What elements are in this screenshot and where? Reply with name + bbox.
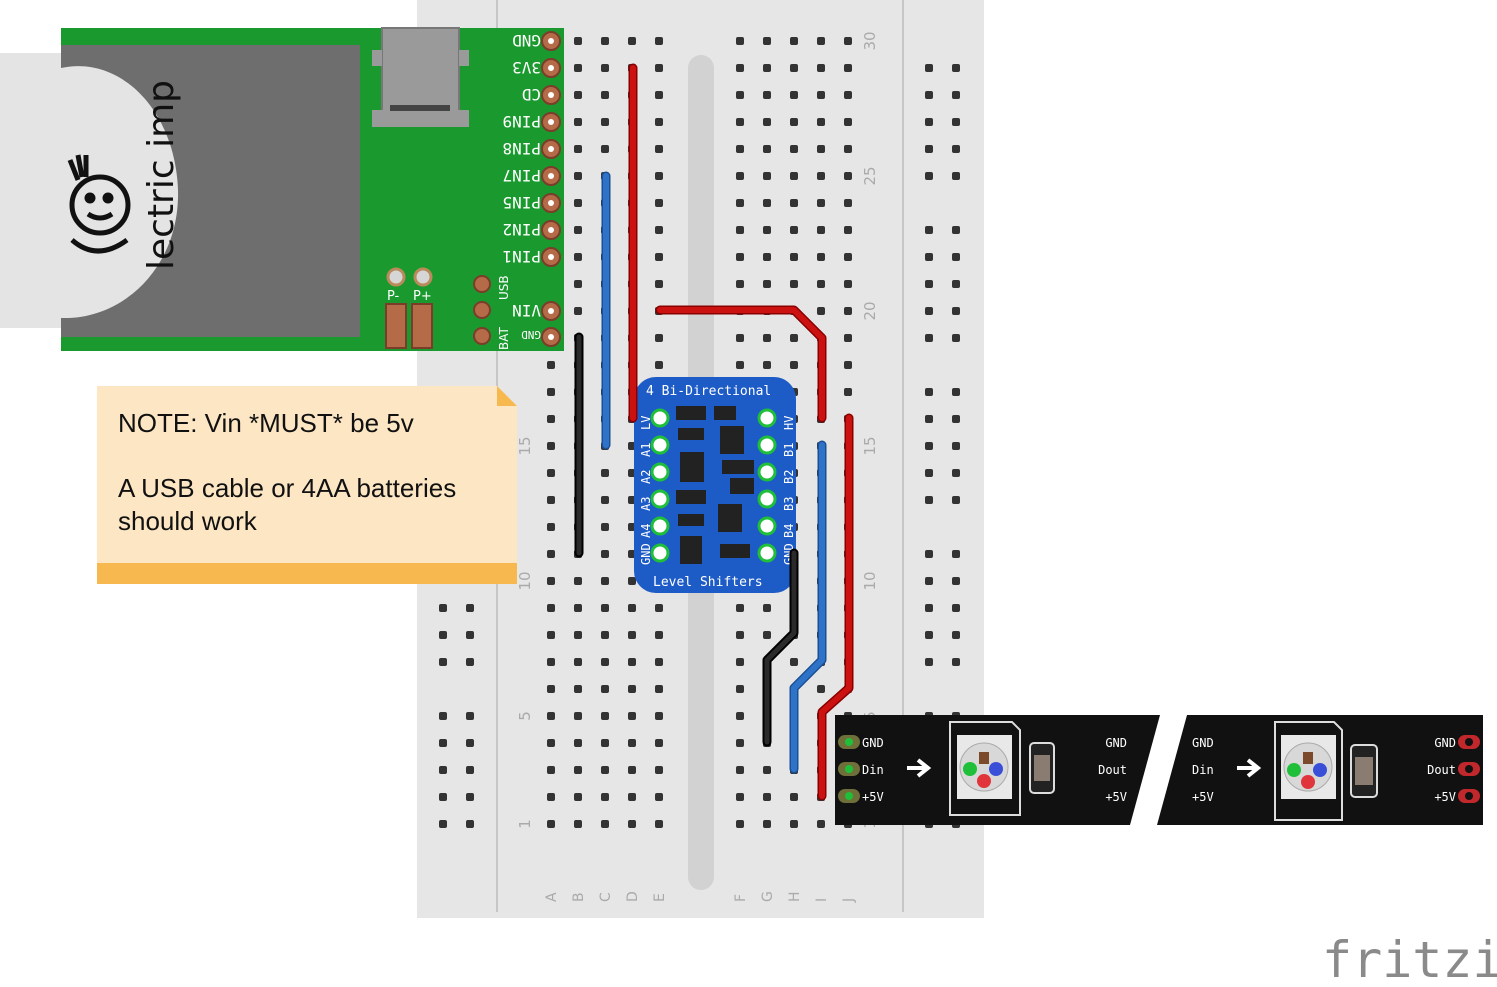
row-number-label: 30 xyxy=(861,31,879,50)
imp-logo-text: lectric imp xyxy=(141,80,182,270)
shifter-right-pin-label: B4 xyxy=(782,524,796,538)
shifter-title-bottom: Level Shifters xyxy=(653,575,763,590)
column-letter-label: I xyxy=(814,898,830,902)
led-strip: GND Din +5V GND Dout +5V GND Din +5V GND Dout +5V xyxy=(835,715,1483,825)
p-plus-pad xyxy=(413,267,433,287)
strip-right-label: GND xyxy=(1434,736,1456,750)
shifter-right-pin-label: B2 xyxy=(782,470,796,484)
strip-left-label: +5V xyxy=(1192,790,1214,804)
led-strip-labels: GND Din +5V GND Dout +5V GND Din +5V GND Dout +5V xyxy=(862,736,1456,804)
imp-pin-label: PIN7 xyxy=(502,166,541,185)
strip-left-label: Din xyxy=(862,763,884,777)
shifter-left-pin-label: A3 xyxy=(639,497,653,511)
shifter-pin-pad xyxy=(650,543,670,563)
p-plus-label: P+ xyxy=(413,289,432,304)
note-box: NOTE: Vin *MUST* be 5v A USB cable or 4A… xyxy=(97,386,517,584)
row-number-label: 5 xyxy=(516,711,534,721)
led-strip-pads xyxy=(838,735,1480,803)
imp-pin-label: PIN9 xyxy=(502,112,541,131)
strip-right-label: +5V xyxy=(1105,790,1127,804)
imp-pin-label: VIN xyxy=(512,301,541,320)
row-number-label: 15 xyxy=(516,436,534,455)
column-letter-label: G xyxy=(760,891,776,902)
shifter-components xyxy=(676,406,754,564)
shifter-pin-pad xyxy=(757,516,777,536)
note-line-1: NOTE: Vin *MUST* be 5v xyxy=(118,408,414,438)
shifter-left-pin-label: LV xyxy=(639,416,653,430)
shifter-pin-pad xyxy=(650,489,670,509)
shifter-left-pin-label: A4 xyxy=(639,524,653,538)
strip-right-label: Dout xyxy=(1098,763,1127,777)
shifter-pin-pad xyxy=(757,435,777,455)
bat-label: BAT xyxy=(497,326,511,350)
shifter-left-pin-label: A2 xyxy=(639,470,653,484)
row-number-label: 10 xyxy=(516,571,534,590)
p-minus-label: P- xyxy=(387,289,400,304)
column-letter-label: D xyxy=(625,891,641,902)
column-letter-label: J xyxy=(841,898,857,903)
data-arrow-icon xyxy=(1237,758,1262,778)
note-line-3: should work xyxy=(118,506,258,536)
row-number-label: 1 xyxy=(516,819,534,829)
shifter-left-pin-label: GND xyxy=(639,543,653,565)
led-pixel-2 xyxy=(1237,721,1378,821)
wires xyxy=(574,63,854,801)
strip-left-label: +5V xyxy=(862,790,884,804)
shifter-left-pin-label: A1 xyxy=(639,443,653,457)
column-letter-label: A xyxy=(544,892,560,902)
p-minus-pad xyxy=(386,267,406,287)
shifter-pin-pad xyxy=(757,489,777,509)
row-number-label: 10 xyxy=(861,571,879,590)
electric-imp-logo-icon xyxy=(67,154,131,254)
shifter-right-pin-label: HV xyxy=(782,416,796,430)
column-letter-label: F xyxy=(733,894,749,902)
shifter-pin-pad xyxy=(757,408,777,428)
strip-right-label: +5V xyxy=(1434,790,1456,804)
imp-pin-label: 3V3 xyxy=(512,58,541,77)
usb-label: USB xyxy=(497,275,511,300)
shifter-pin-pad xyxy=(757,462,777,482)
column-letter-label: H xyxy=(787,891,803,902)
row-number-label: 15 xyxy=(861,436,879,455)
imp-pin-label: PIN5 xyxy=(502,193,541,212)
imp-pin-label: GND xyxy=(521,328,541,341)
strip-left-label: GND xyxy=(862,736,884,750)
imp-pin-label: CD xyxy=(522,85,541,104)
imp-pin-label: PIN8 xyxy=(502,139,541,158)
shifter-pin-pad xyxy=(650,516,670,536)
strip-right-label: GND xyxy=(1105,736,1127,750)
led-pixel-1 xyxy=(907,721,1055,816)
shifter-pin-pad xyxy=(650,462,670,482)
shifter-pin-pad xyxy=(650,435,670,455)
imp-pin-label: PIN2 xyxy=(502,220,541,239)
level-shifter-board: 4 Bi-Directional Level Shifters LV HV A1 B1… xyxy=(634,377,796,593)
shifter-pin-pad xyxy=(757,543,777,563)
shifter-title-top: 4 Bi-Directional xyxy=(646,384,771,399)
data-arrow-icon xyxy=(907,758,932,778)
imp-pin-label: GND xyxy=(512,31,541,50)
note-line-2: A USB cable or 4AA batteries xyxy=(118,473,456,503)
column-letter-label: B xyxy=(571,892,587,902)
imp-pin-label: PIN1 xyxy=(502,247,541,266)
strip-left-label: Din xyxy=(1192,763,1214,777)
strip-right-label: Dout xyxy=(1427,763,1456,777)
shifter-right-pin-label: B3 xyxy=(782,497,796,511)
column-letter-label: E xyxy=(652,893,668,902)
shifter-pin-pad xyxy=(650,408,670,428)
row-number-label: 20 xyxy=(861,301,879,320)
column-letter-label: C xyxy=(598,892,614,902)
shifter-right-pin-label: B1 xyxy=(782,443,796,457)
row-number-label: 25 xyxy=(861,166,879,185)
strip-left-label: GND xyxy=(1192,736,1214,750)
fritzing-watermark: fritzing xyxy=(1322,931,1497,987)
